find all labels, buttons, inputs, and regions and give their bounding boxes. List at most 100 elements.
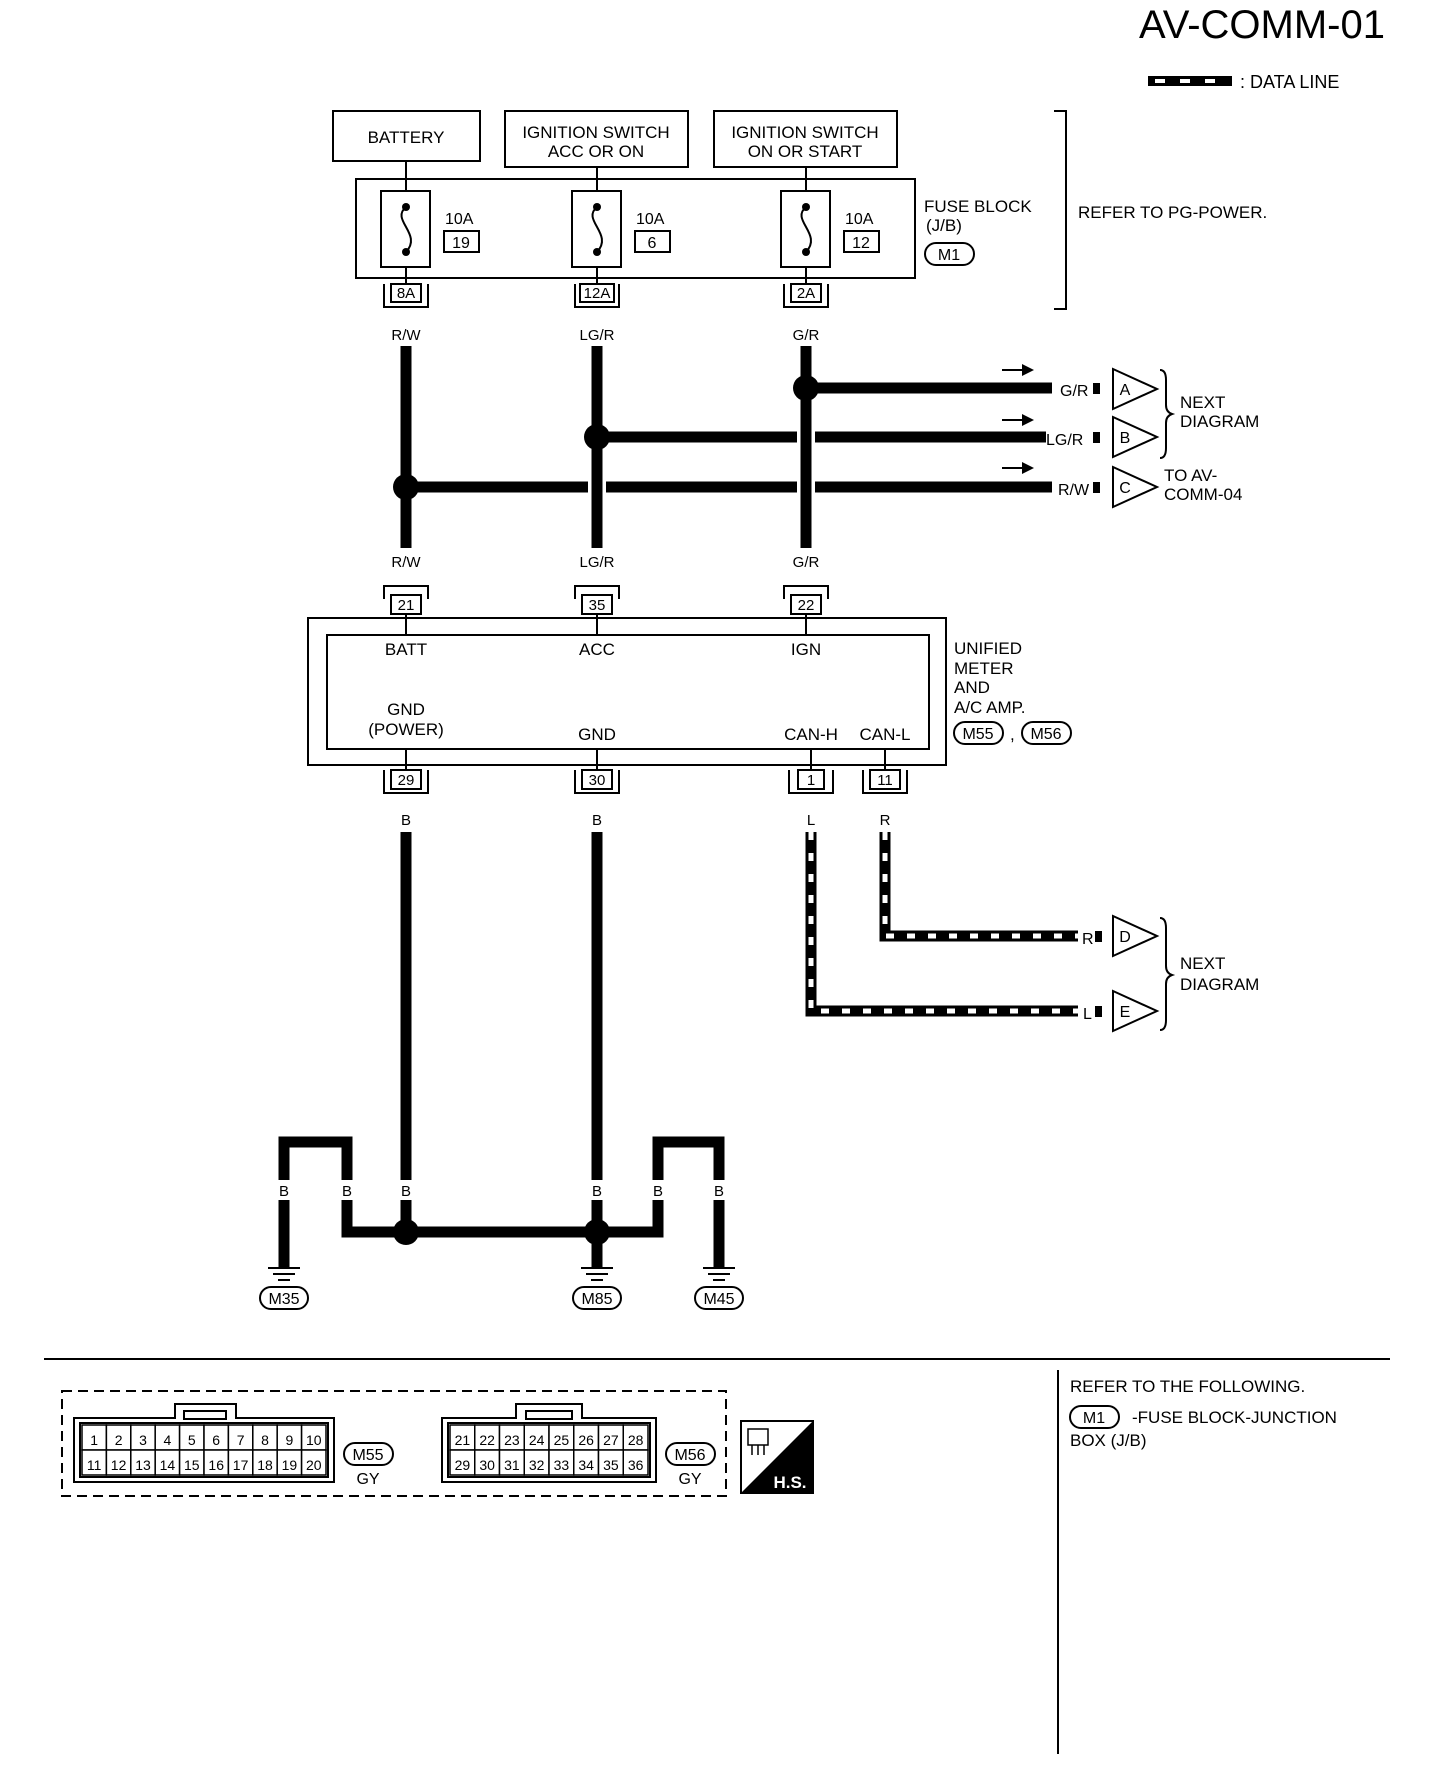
to-av-label-1: TO AV- [1164,466,1217,485]
svg-text:11: 11 [877,772,893,789]
svg-text:22: 22 [798,597,815,614]
branch-a-wire-color: G/R [1060,383,1088,400]
pin-number: 12 [111,1457,127,1473]
can-e-wire-color: L [1083,1006,1092,1023]
ignition-acc-label-2: ACC OR ON [548,142,644,161]
branch-c-wire-color: R/W [1058,482,1090,499]
pin-cell [622,1449,649,1476]
terminal-2a: 2A [783,283,829,308]
pin-cell [203,1449,230,1476]
pin-number: 13 [135,1457,151,1473]
unit-connector-badge-2 [1021,721,1072,745]
pin-number: 27 [603,1432,619,1448]
pin-number: 21 [455,1432,471,1448]
ground-symbol-icon [268,1267,735,1281]
pin-cell [252,1449,278,1476]
ignition-acc-label-1: IGNITION SWITCH [522,123,669,142]
fuse-19: 10A 19 [380,190,480,284]
svg-text:E: E [1120,1004,1131,1021]
pin-cell [105,1449,132,1476]
pin-cell [474,1424,501,1451]
fuse-block-connector-id: M1 [938,247,960,264]
can-h-data-line-pattern [808,832,1078,1014]
fuse-block-label-2: (J/B) [926,216,962,235]
fuse-12: 10A 12 [780,190,880,284]
svg-text:2A: 2A [797,285,815,302]
ground-badge-m85 [572,1286,622,1310]
wire-color-b-30: B [592,812,602,829]
pin-number: 5 [188,1432,196,1448]
pin-cell [498,1424,525,1451]
pin-number: 31 [504,1457,520,1473]
splice-gr [793,375,819,401]
splice-ground-1 [393,1219,419,1245]
pin-cell [154,1449,181,1476]
pin-cell [622,1424,649,1451]
ground-wire-label: B [592,1183,602,1200]
pin-number: 1 [90,1432,98,1448]
pin-cell [276,1449,303,1476]
branch-b-wire-color: LG/R [1046,432,1083,449]
connector-m55-id: M55 [352,1447,383,1464]
unit-name-1: UNIFIED [954,639,1022,658]
unit-inner-box [326,634,930,750]
can-h-data-line [805,832,1078,1017]
pin-number: 20 [306,1457,322,1473]
pin-number: 26 [578,1432,594,1448]
unit-wire-gr: G/R [793,554,820,571]
unit-name-3: AND [954,678,990,697]
wire-color-rw: R/W [391,327,421,344]
pin-number: 11 [87,1457,102,1473]
pin-label-batt: BATT [385,640,427,659]
svg-text:A: A [1120,382,1131,399]
harness-side-icon: H.S. [740,1420,814,1494]
ground-wire-label: B [342,1183,352,1200]
pin-number: 29 [455,1457,471,1473]
pin-number: 23 [504,1432,520,1448]
pin-cell [227,1449,254,1476]
unit-connector-separator: , [1010,725,1015,744]
wire-color-gr: G/R [793,327,820,344]
ground-loop-left [278,1136,353,1180]
fuse-rating: 10A [636,211,665,228]
pin-label-can-l: CAN-L [859,725,910,744]
ground-loop-right [652,1136,725,1180]
page-code: AV-COMM-01 [1139,3,1385,47]
connector-a [1112,367,1160,411]
wire-color-r: R [880,812,891,829]
terminal-12a: 12A [574,283,620,308]
splice-lgr [584,424,610,450]
pin-number: 35 [603,1457,619,1473]
refer-text-1: -FUSE BLOCK-JUNCTION [1132,1408,1337,1427]
wire-color-b-29: B [401,812,411,829]
pin-number: 10 [306,1432,322,1448]
pin-1-terminal: 1 [788,769,834,794]
svg-text:B: B [1120,430,1131,447]
pin-label-ign: IGN [791,640,821,659]
unit-connector-badge-1 [953,721,1004,745]
splice-ground-2 [584,1219,610,1245]
ignition-on-label-1: IGNITION SWITCH [731,123,878,142]
svg-text:21: 21 [398,597,415,614]
pin-number: 18 [257,1457,273,1473]
can-d-wire-color: R [1082,931,1094,948]
ground-badge-m35 [259,1286,309,1310]
can-l-data-line-pattern [882,832,1078,939]
next-diagram-label-1: NEXT [1180,393,1225,412]
pin-number: 2 [115,1432,123,1448]
refer-connector-badge [1069,1405,1120,1429]
pin-number: 36 [628,1457,644,1473]
refer-connector-id: M1 [1083,1410,1105,1427]
pin-cell [523,1449,550,1476]
fuse-block-label-1: FUSE BLOCK [924,197,1032,216]
svg-text:12A: 12A [584,285,611,302]
refer-bracket [1054,110,1067,310]
pin-label-gnd: GND [578,725,616,744]
ground-badge-m45 [694,1286,744,1310]
arrow-icon [1002,364,1034,474]
connector-d [1112,914,1160,958]
next-diagram-label-2: DIAGRAM [1180,412,1259,431]
